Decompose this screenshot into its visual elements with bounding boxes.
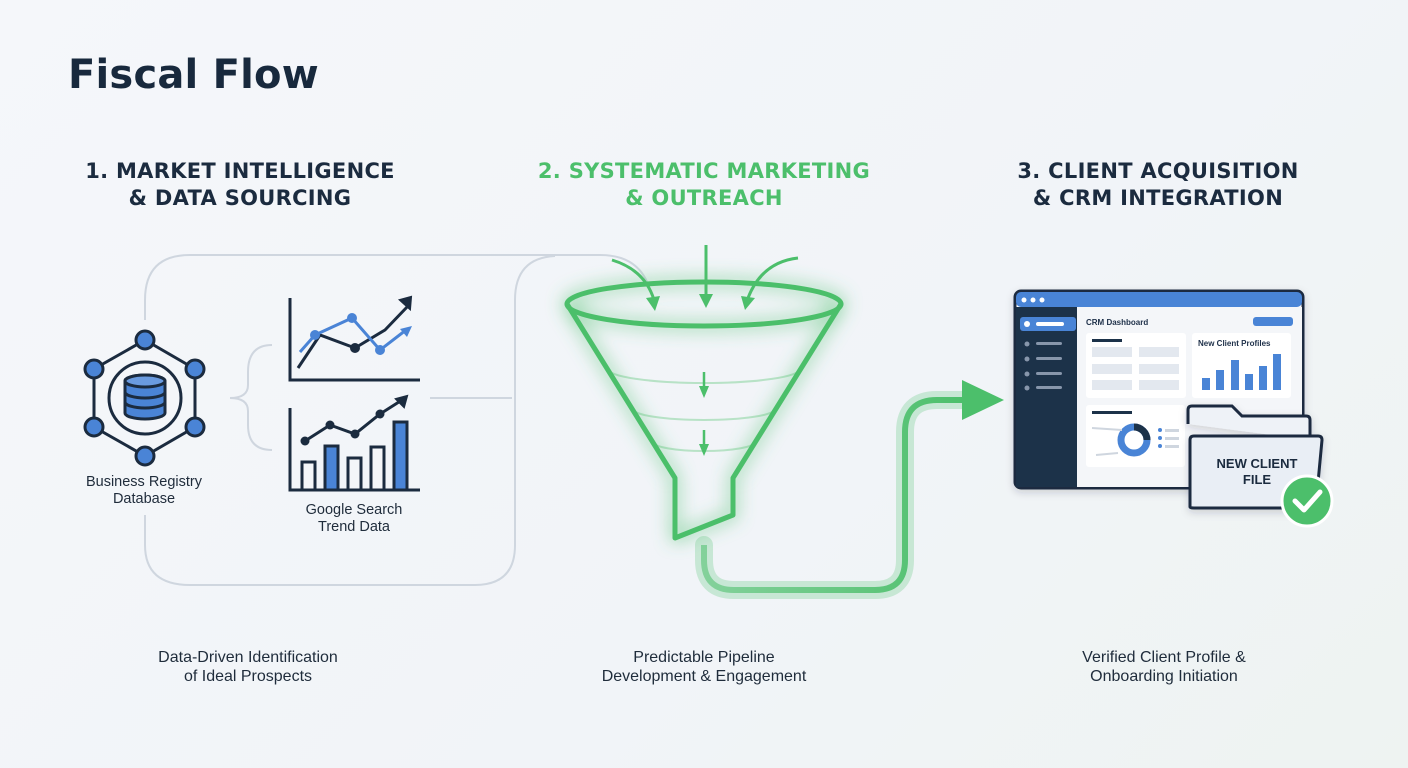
stage-2-heading-line1: 2. SYSTEMATIC MARKETING [537, 159, 871, 183]
crm-window [1013, 289, 1305, 490]
stage-1-heading-line1: 1. MARKET INTELLIGENCE [85, 159, 395, 183]
trends-label-line1: Google Search [305, 502, 403, 518]
stage-1-heading-line2: & DATA SOURCING [128, 186, 352, 210]
stage-2-caption-line1: Predictable Pipeline [633, 649, 775, 666]
trends-label: Google Search Trend Data [274, 502, 434, 536]
stage-1-outline [144, 254, 651, 586]
stage-2-heading-line2: & OUTREACH [625, 186, 783, 210]
stage-1-caption-line2: of Ideal Prospects [183, 668, 313, 685]
database-label-line1: Business Registry [85, 474, 203, 490]
database-label: Business Registry Database [64, 474, 224, 508]
stage-1-caption-line1: Data-Driven Identification [158, 649, 338, 666]
stage-1-caption: Data-Driven Identification of Ideal Pros… [68, 648, 428, 686]
stage-2-caption: Predictable Pipeline Development & Engag… [524, 648, 884, 686]
folder-label-line1: NEW CLIENT [1217, 456, 1298, 471]
stage-3-heading: 3. CLIENT ACQUISITION & CRM INTEGRATION [948, 158, 1368, 212]
stage-3-heading-line2: & CRM INTEGRATION [1032, 186, 1284, 210]
database-label-line2: Database [112, 491, 176, 507]
stage-3-caption-line1: Verified Client Profile & [1082, 649, 1246, 666]
pipeline-arrow [695, 380, 1004, 599]
stage-1-heading: 1. MARKET INTELLIGENCE & DATA SOURCING [30, 158, 450, 212]
page-title: Fiscal Flow [68, 52, 319, 98]
trends-label-line2: Trend Data [318, 519, 390, 535]
crm-profiles-title: New Client Profiles [1198, 339, 1271, 348]
crm-dashboard-title: CRM Dashboard [1086, 318, 1148, 327]
bar-chart-icon [288, 394, 420, 492]
funnel-icon [564, 245, 844, 541]
stage-3-heading-line1: 3. CLIENT ACQUISITION [1017, 159, 1299, 183]
check-icon [1280, 474, 1334, 528]
folder-label-line2: FILE [1243, 472, 1271, 487]
database-network-icon [83, 329, 206, 467]
stage-3-caption: Verified Client Profile & Onboarding Ini… [984, 648, 1344, 686]
line-chart-icon [288, 295, 420, 382]
stage-3-caption-line2: Onboarding Initiation [1090, 668, 1238, 685]
stage-2-caption-line2: Development & Engagement [601, 668, 807, 685]
stage-2-heading: 2. SYSTEMATIC MARKETING & OUTREACH [494, 158, 914, 212]
